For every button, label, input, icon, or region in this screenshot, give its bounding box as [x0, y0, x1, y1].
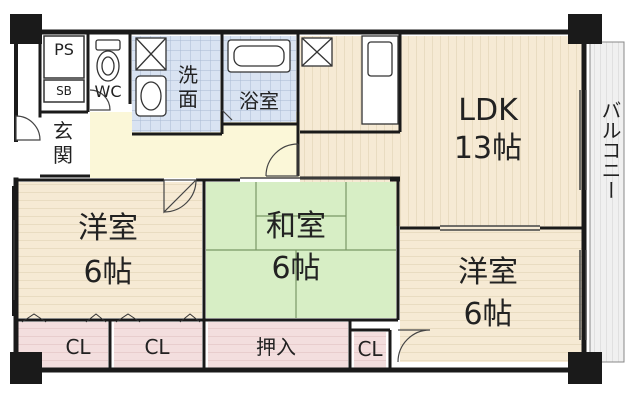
closet-2-label: CL — [144, 335, 170, 359]
washing-machine-icon — [135, 37, 167, 71]
washroom-label-1: 洗 — [178, 63, 198, 87]
western-room-1-size: 6帖 — [83, 255, 132, 290]
closet-2-floor — [114, 322, 202, 370]
ldk-size: 13帖 — [454, 131, 522, 166]
sb-label: SB — [56, 84, 72, 98]
closet-door-marks — [21, 313, 201, 323]
ldk-name: LDK — [458, 93, 519, 128]
western-room-2-floor — [400, 226, 582, 362]
oshiire-label: 押入 — [256, 335, 296, 359]
toilet-icon — [95, 39, 121, 82]
door-swings — [15, 89, 431, 363]
japanese-room-size: 6帖 — [271, 251, 320, 286]
closet-3-label: CL — [357, 337, 383, 361]
washbasin-icon — [135, 75, 167, 117]
entrance-label-2: 関 — [53, 143, 73, 167]
washroom-label-2: 面 — [178, 87, 198, 111]
entrance-floor — [40, 116, 86, 174]
structural-columns — [10, 14, 602, 384]
entrance-label-1: 玄 — [53, 119, 73, 143]
western-room-2-size: 6帖 — [463, 297, 512, 332]
wc-label: WC — [95, 82, 122, 101]
sliding-doors — [13, 90, 587, 340]
closet-1-label: CL — [65, 335, 91, 359]
sb-box — [43, 79, 85, 103]
tatami-lines — [206, 182, 396, 318]
balcony-area — [589, 41, 625, 363]
bathtub-icon — [227, 39, 291, 73]
oshiire-floor — [208, 322, 348, 370]
ps-box — [43, 35, 85, 79]
kitchen-sink-icon — [361, 35, 399, 125]
stove-icon — [301, 37, 333, 67]
bath-label: 浴室 — [239, 89, 279, 113]
balcony-label: バルコニー — [598, 100, 622, 200]
western-room-1-name: 洋室 — [78, 211, 138, 246]
japanese-room-name: 和室 — [266, 209, 326, 244]
western-room-2-name: 洋室 — [458, 255, 518, 290]
ps-label: PS — [54, 40, 74, 59]
closet-3-floor — [354, 332, 386, 370]
